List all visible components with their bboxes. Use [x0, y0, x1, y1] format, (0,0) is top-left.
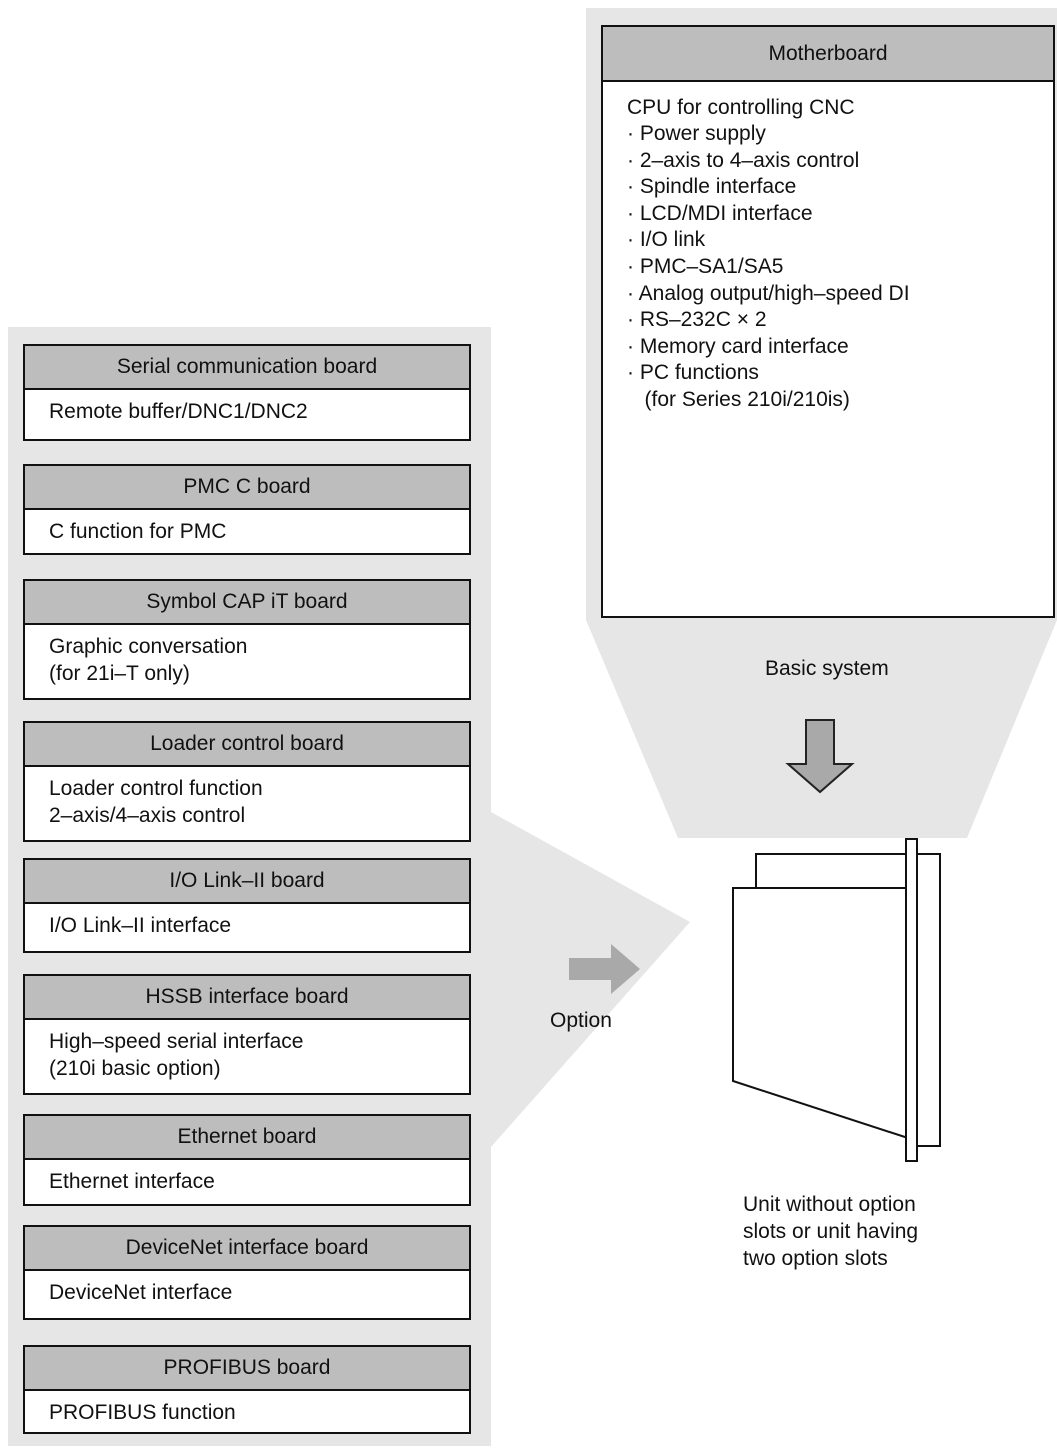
- feature-item: (for Series 210i/210is): [627, 387, 850, 411]
- board-title: PROFIBUS board: [25, 1347, 469, 1391]
- feature-item: · PMC–SA1/SA5: [627, 254, 784, 278]
- board-description: I/O Link–II interface: [49, 914, 232, 937]
- board-symbol-cap: Symbol CAP iT board Graphic conversation…: [23, 579, 471, 700]
- board-title: PMC C board: [25, 466, 469, 510]
- feature-item: · LCD/MDI interface: [627, 201, 813, 225]
- board-description: Remote buffer/DNC1/DNC2: [49, 400, 308, 423]
- option-label: Option: [550, 1009, 612, 1032]
- board-title: Loader control board: [25, 723, 469, 767]
- feature-item: · I/O link: [627, 228, 706, 252]
- board-description: PROFIBUS function: [49, 1401, 236, 1424]
- board-description: Graphic conversation (for 21i–T only): [49, 635, 248, 685]
- down-arrow-icon: [785, 719, 855, 794]
- feature-item: · PC functions: [627, 361, 759, 385]
- board-title: Serial communication board: [25, 346, 469, 390]
- board-description: DeviceNet interface: [49, 1281, 233, 1304]
- board-ethernet: Ethernet board Ethernet interface: [23, 1114, 471, 1206]
- right-arrow-icon: [569, 944, 640, 994]
- motherboard-box: Motherboard CPU for controlling CNC · Po…: [601, 25, 1055, 618]
- board-description: Ethernet interface: [49, 1170, 215, 1193]
- motherboard-feature-list: · Power supply · 2–axis to 4–axis contro…: [603, 121, 1053, 414]
- unit-caption: Unit without option slots or unit having…: [743, 1193, 919, 1270]
- board-description: C function for PMC: [49, 520, 227, 543]
- motherboard-title: Motherboard: [603, 27, 1053, 82]
- feature-item: · RS–232C × 2: [627, 308, 767, 332]
- feature-item: · Analog output/high–speed DI: [627, 281, 910, 305]
- unit-drawing: [732, 838, 941, 1162]
- motherboard-intro: CPU for controlling CNC: [627, 96, 855, 119]
- feature-item: · Spindle interface: [627, 175, 797, 199]
- feature-item: · Power supply: [627, 122, 766, 145]
- board-description: Loader control function 2–axis/4–axis co…: [49, 777, 263, 827]
- board-title: I/O Link–II board: [25, 860, 469, 904]
- board-title: HSSB interface board: [25, 976, 469, 1020]
- board-io-link-ii: I/O Link–II board I/O Link–II interface: [23, 858, 471, 953]
- board-devicenet-interface: DeviceNet interface board DeviceNet inte…: [23, 1225, 471, 1320]
- board-description: High–speed serial interface (210i basic …: [49, 1030, 304, 1080]
- basic-system-label: Basic system: [765, 657, 889, 680]
- board-title: Symbol CAP iT board: [25, 581, 469, 625]
- board-title: DeviceNet interface board: [25, 1227, 469, 1271]
- board-loader-control: Loader control board Loader control func…: [23, 721, 471, 842]
- board-pmc-c: PMC C board C function for PMC: [23, 464, 471, 555]
- board-hssb-interface: HSSB interface board High–speed serial i…: [23, 974, 471, 1095]
- board-title: Ethernet board: [25, 1116, 469, 1160]
- feature-item: · Memory card interface: [627, 334, 849, 358]
- board-serial-communication: Serial communication board Remote buffer…: [23, 344, 471, 441]
- feature-item: · 2–axis to 4–axis control: [627, 148, 860, 172]
- board-profibus: PROFIBUS board PROFIBUS function: [23, 1345, 471, 1434]
